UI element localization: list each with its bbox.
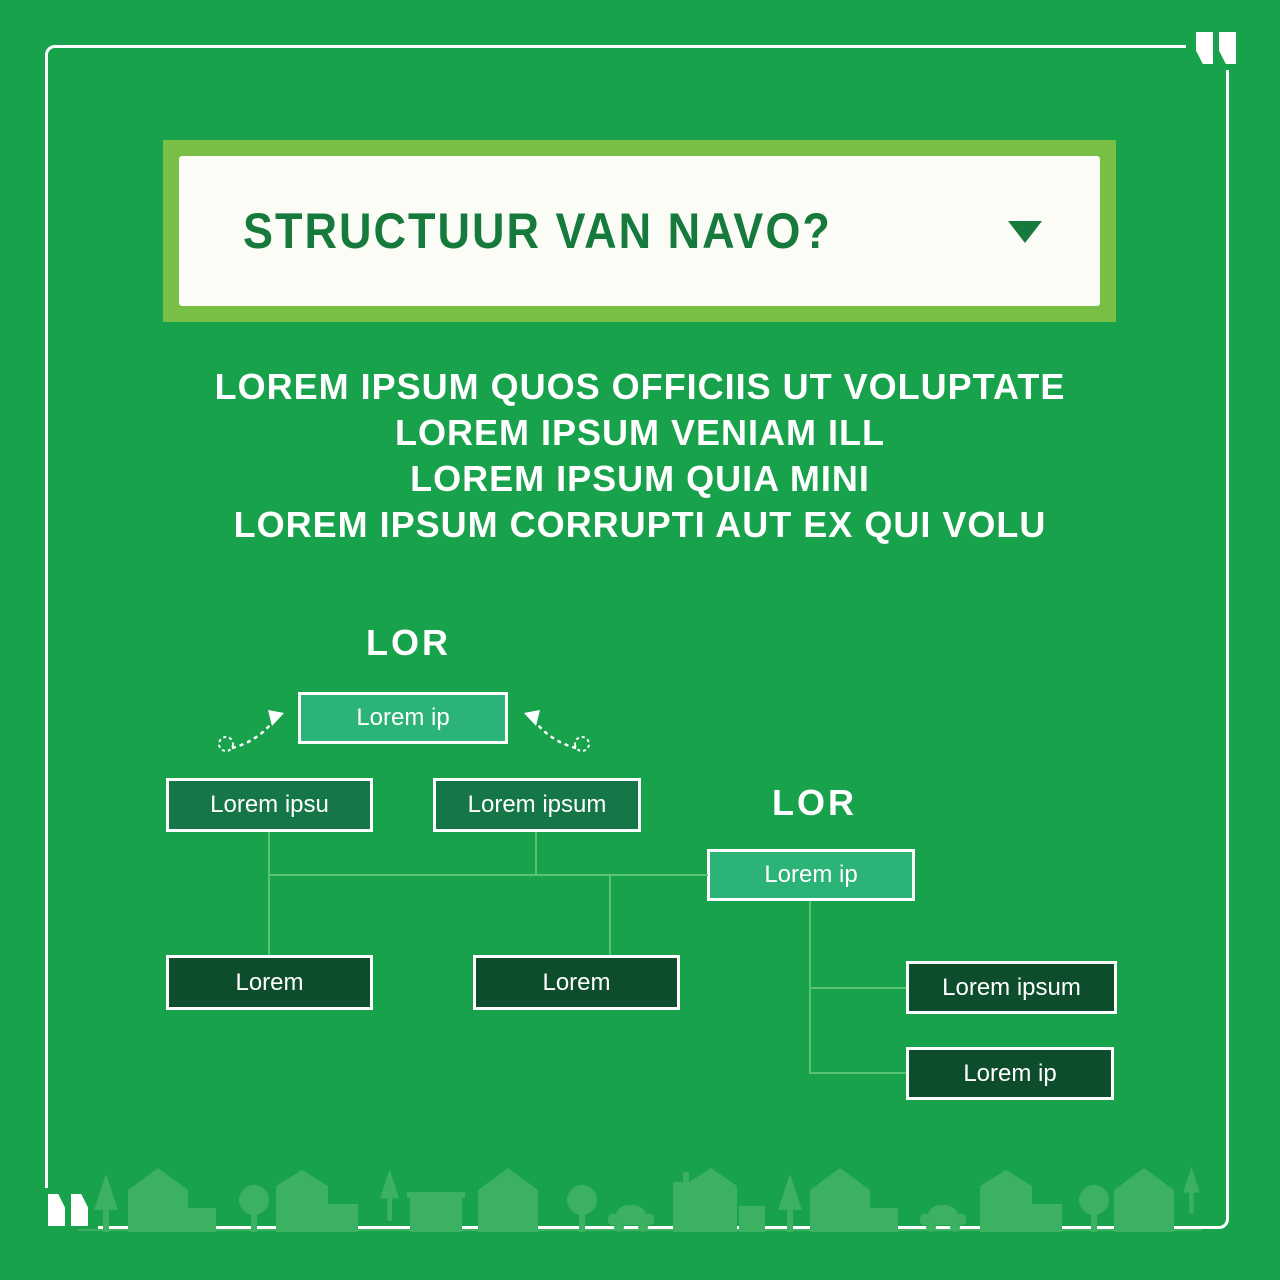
page-title: STRUCTUUR VAN NAVO? bbox=[243, 201, 832, 259]
org-node-child-left: Lorem ipsu bbox=[166, 778, 373, 832]
quote-icon-bottom-left bbox=[38, 1188, 98, 1232]
connector-line bbox=[809, 987, 906, 989]
title-dropdown-bar[interactable]: STRUCTUUR VAN NAVO? bbox=[163, 140, 1116, 322]
connector-line bbox=[609, 874, 611, 955]
connector-line bbox=[268, 832, 270, 955]
org-node-leaf: Lorem ipsum bbox=[906, 961, 1117, 1014]
city-skyline-illustration bbox=[78, 1167, 1202, 1232]
connector-line bbox=[535, 832, 537, 876]
quote-mark-icon bbox=[1196, 32, 1213, 64]
intro-line: LOREM IPSUM QUIA MINI bbox=[410, 458, 870, 499]
intro-text-block: LOREM IPSUM QUOS OFFICIIS UT VOLUPTATE L… bbox=[0, 364, 1280, 548]
intro-line: LOREM IPSUM VENIAM ILL bbox=[395, 412, 885, 453]
quote-mark-icon bbox=[1219, 32, 1236, 64]
connector-line bbox=[809, 1072, 906, 1074]
right-tree-label: LOR bbox=[772, 782, 857, 823]
org-node-root-left: Lorem ip bbox=[298, 692, 508, 744]
dropdown-triangle-icon[interactable] bbox=[1008, 221, 1042, 243]
org-node-leaf: Lorem ip bbox=[906, 1047, 1114, 1100]
dashed-curved-arrow-icon-right bbox=[524, 710, 590, 752]
org-node-leaf: Lorem bbox=[473, 955, 680, 1010]
org-node-leaf: Lorem bbox=[166, 955, 373, 1010]
title-dropdown-inner: STRUCTUUR VAN NAVO? bbox=[179, 156, 1100, 306]
org-node-root-right: Lorem ip bbox=[707, 849, 915, 901]
dashed-curved-arrow-icon-left bbox=[218, 710, 284, 752]
frame-border bbox=[45, 45, 1229, 1229]
quote-icon-top-right bbox=[1186, 26, 1246, 70]
org-node-child-right: Lorem ipsum bbox=[433, 778, 641, 832]
intro-line: LOREM IPSUM QUOS OFFICIIS UT VOLUPTATE bbox=[214, 366, 1066, 407]
left-tree-label: LOR bbox=[366, 622, 451, 663]
intro-line: LOREM IPSUM CORRUPTI AUT EX QUI VOLU bbox=[233, 504, 1047, 545]
connector-line bbox=[268, 874, 708, 876]
